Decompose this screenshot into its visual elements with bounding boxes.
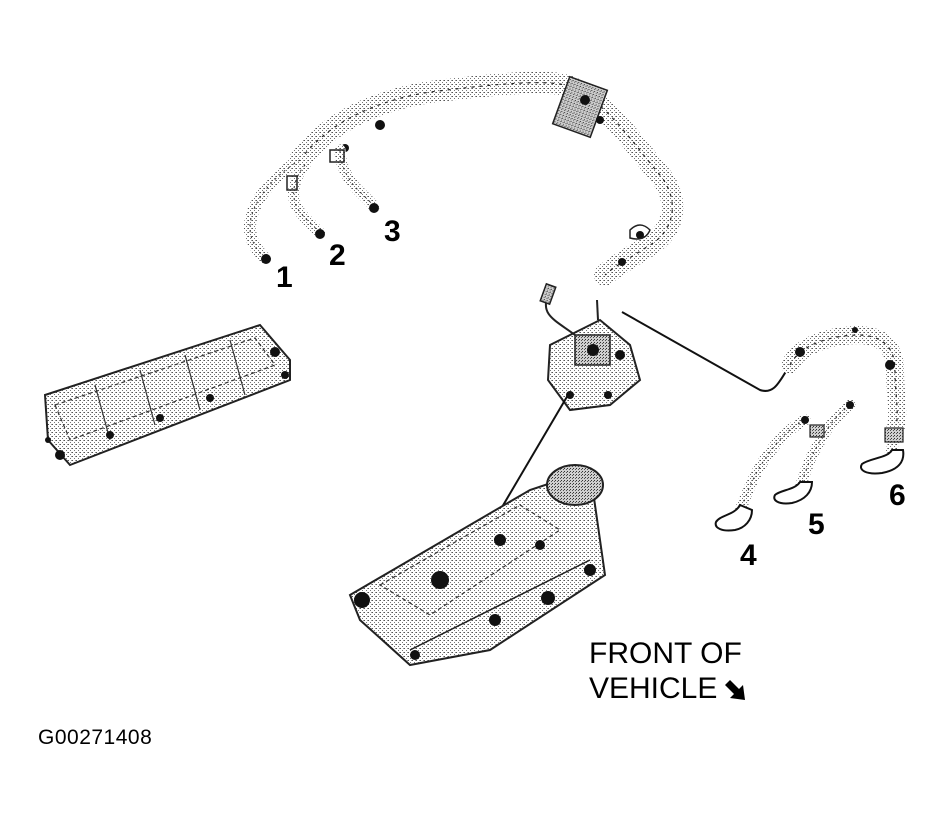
left-cylinder-head-cover (43, 323, 291, 467)
main-wire-loom (289, 71, 684, 286)
cylinder-label-6: 6 (889, 479, 906, 512)
wire-cyl-3 (334, 144, 380, 213)
cylinder-label-3: 3 (384, 215, 401, 248)
cylinder-label-1: 1 (276, 261, 293, 294)
boot-cyl-6 (860, 449, 905, 475)
cylinder-label-2: 2 (329, 239, 346, 272)
front-label-line2: VEHICLE (589, 672, 718, 705)
boot-cyl-4 (714, 503, 754, 532)
cylinder-label-4: 4 (740, 539, 757, 572)
lead-to-right-bank (621, 311, 791, 392)
ignition-control-module (348, 464, 607, 667)
right-wire-loom (781, 325, 907, 439)
left-bank-wire-harness (243, 71, 684, 286)
front-label-line1: FRONT OF (589, 637, 742, 670)
cylinder-label-5: 5 (808, 508, 825, 541)
arrow-down-right-icon (725, 680, 746, 701)
boot-cyl-5 (773, 481, 814, 505)
front-label-line2-row: VEHICLE (589, 671, 747, 706)
front-of-vehicle-label: FRONT OF VEHICLE (589, 636, 747, 706)
right-bank-wire-harness (714, 325, 907, 532)
figure-id: G00271408 (38, 726, 153, 749)
ignition-coil-bracket (539, 282, 642, 412)
